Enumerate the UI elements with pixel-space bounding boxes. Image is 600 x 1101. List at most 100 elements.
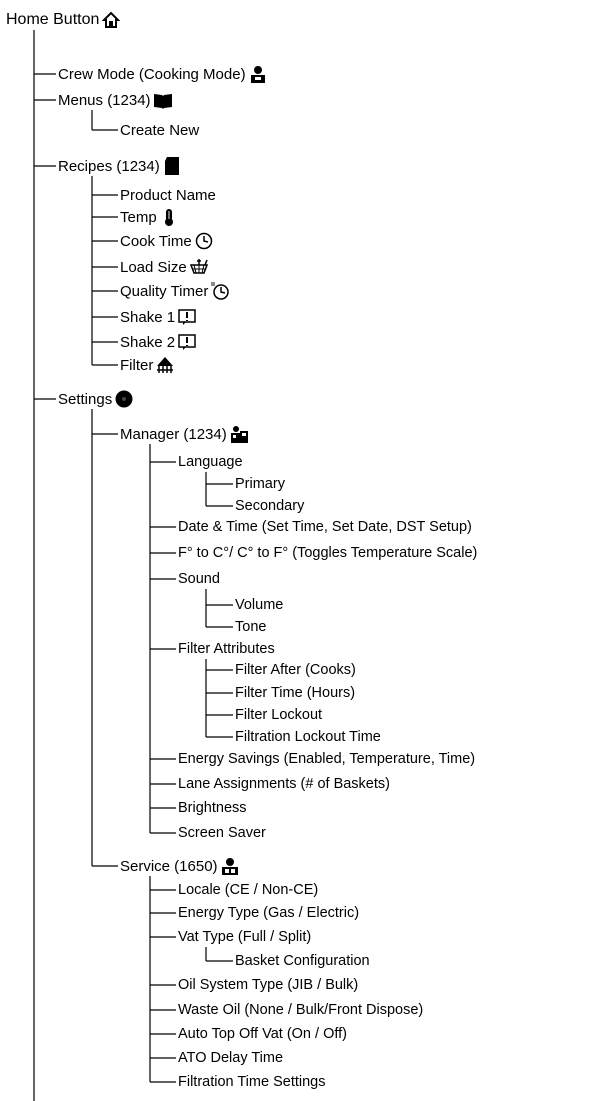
node-label: Energy Type (Gas / Electric) (178, 904, 360, 921)
quality-timer-icon (211, 282, 230, 300)
shake-icon (178, 333, 196, 351)
node-label: Auto Top Off Vat (On / Off) (178, 1025, 347, 1042)
node-product-name: Product Name (120, 185, 216, 205)
node-quality-timer: Quality Timer (120, 281, 230, 301)
node-label: Date & Time (Set Time, Set Date, DST Set… (178, 518, 472, 535)
node-temp: Temp (120, 207, 178, 227)
node-vat-type-full-split: Vat Type (Full / Split) (178, 927, 311, 947)
book-icon (153, 91, 172, 109)
node-auto-top-off-vat-on-off: Auto Top Off Vat (On / Off) (178, 1024, 347, 1044)
node-filter-lockout: Filter Lockout (235, 705, 322, 725)
node-label: Filter Lockout (235, 706, 323, 723)
node-label: Brightness (178, 799, 247, 816)
shake-icon (178, 308, 196, 326)
node-label: ATO Delay Time (178, 1049, 284, 1066)
node-lane-assignments-of-baskets: Lane Assignments (# of Baskets) (178, 774, 390, 794)
node-label: Quality Timer (120, 282, 209, 300)
node-filtration-time-settings: Filtration Time Settings (178, 1072, 325, 1092)
node-menus-1234: Menus (1234) (58, 90, 172, 110)
node-label: Waste Oil (None / Bulk/Front Dispose) (178, 1001, 424, 1018)
node-label: Basket Configuration (235, 952, 370, 969)
node-load-size: Load Size (120, 257, 208, 277)
node-label: Recipes (1234) (58, 157, 160, 175)
node-label: Shake 1 (120, 308, 176, 326)
node-date-time-set-time-set-date-dst-setup: Date & Time (Set Time, Set Date, DST Set… (178, 517, 472, 537)
node-label: Temp (120, 208, 157, 226)
node-service-1650: Service (1650) (120, 856, 239, 876)
node-label: Tone (235, 618, 267, 635)
node-shake-1: Shake 1 (120, 307, 196, 327)
node-sound: Sound (178, 569, 220, 589)
node-secondary: Secondary (235, 496, 304, 516)
node-cook-time: Cook Time (120, 231, 213, 251)
node-label: Primary (235, 475, 285, 492)
node-label: Create New (120, 121, 200, 139)
node-crew-mode-cooking-mode: Crew Mode (Cooking Mode) (58, 64, 267, 84)
node-brightness: Brightness (178, 798, 247, 818)
crew-mode-icon (249, 65, 267, 83)
clock-icon (195, 232, 213, 250)
node-label: Menus (1234) (58, 91, 151, 109)
node-shake-2: Shake 2 (120, 332, 196, 352)
node-label: Sound (178, 570, 220, 587)
node-label: Volume (235, 596, 284, 613)
home-icon (102, 11, 121, 29)
node-label: Language (178, 453, 243, 470)
node-energy-savings-enabled-temperature-time: Energy Savings (Enabled, Temperature, Ti… (178, 749, 475, 769)
node-f-to-c-c-to-f-toggles-temperature-scale: F° to C°/ C° to F° (Toggles Temperature … (178, 543, 477, 563)
node-tone: Tone (235, 617, 266, 637)
node-manager-1234: Manager (1234) (120, 424, 248, 444)
node-filtration-lockout-time: Filtration Lockout Time (235, 727, 381, 747)
node-recipes-1234: Recipes (1234) (58, 156, 181, 176)
gear-icon (115, 390, 133, 408)
node-create-new: Create New (120, 120, 199, 140)
node-label: Screen Saver (178, 824, 266, 841)
node-label: Crew Mode (Cooking Mode) (58, 65, 246, 83)
node-label: Filter Attributes (178, 640, 275, 657)
node-label: Product Name (120, 186, 216, 204)
recipe-card-icon (163, 157, 181, 175)
node-label: Secondary (235, 497, 305, 514)
node-label: Vat Type (Full / Split) (178, 928, 312, 945)
node-energy-type-gas-electric: Energy Type (Gas / Electric) (178, 903, 359, 923)
node-label: Filter (120, 356, 154, 374)
node-waste-oil-none-bulk-front-dispose: Waste Oil (None / Bulk/Front Dispose) (178, 1000, 423, 1020)
node-screen-saver: Screen Saver (178, 823, 266, 843)
node-label: Filter Time (Hours) (235, 684, 356, 701)
node-label: Service (1650) (120, 857, 218, 875)
node-basket-configuration: Basket Configuration (235, 951, 370, 971)
node-label: Lane Assignments (# of Baskets) (178, 775, 390, 792)
node-label: Load Size (120, 258, 187, 276)
basket-icon (189, 258, 208, 276)
node-label: Shake 2 (120, 333, 176, 351)
node-volume: Volume (235, 595, 283, 615)
node-filter-time-hours: Filter Time (Hours) (235, 683, 355, 703)
node-label: Filtration Time Settings (178, 1073, 326, 1090)
node-label: Locale (CE / Non-CE) (178, 881, 319, 898)
manager-icon (230, 425, 248, 443)
node-label: Oil System Type (JIB / Bulk) (178, 976, 359, 993)
node-label: Cook Time (120, 232, 192, 250)
node-home-button: Home Button (6, 10, 121, 30)
node-label: Filtration Lockout Time (235, 728, 381, 745)
node-primary: Primary (235, 474, 285, 494)
node-label: Home Button (6, 11, 100, 28)
node-locale-ce-non-ce: Locale (CE / Non-CE) (178, 880, 318, 900)
service-icon (221, 857, 239, 875)
node-language: Language (178, 452, 243, 472)
thermometer-icon (160, 208, 178, 226)
node-filter: Filter (120, 355, 174, 375)
node-label: Filter After (Cooks) (235, 661, 356, 678)
node-label: Settings (58, 390, 113, 408)
node-filter-attributes: Filter Attributes (178, 639, 275, 659)
node-ato-delay-time: ATO Delay Time (178, 1048, 283, 1068)
node-label: Energy Savings (Enabled, Temperature, Ti… (178, 750, 476, 767)
node-oil-system-type-jib-bulk: Oil System Type (JIB / Bulk) (178, 975, 358, 995)
node-filter-after-cooks: Filter After (Cooks) (235, 660, 356, 680)
node-settings: Settings (58, 389, 133, 409)
filter-icon (156, 356, 174, 374)
node-label: Manager (1234) (120, 425, 227, 443)
node-label: F° to C°/ C° to F° (Toggles Temperature … (178, 544, 478, 561)
